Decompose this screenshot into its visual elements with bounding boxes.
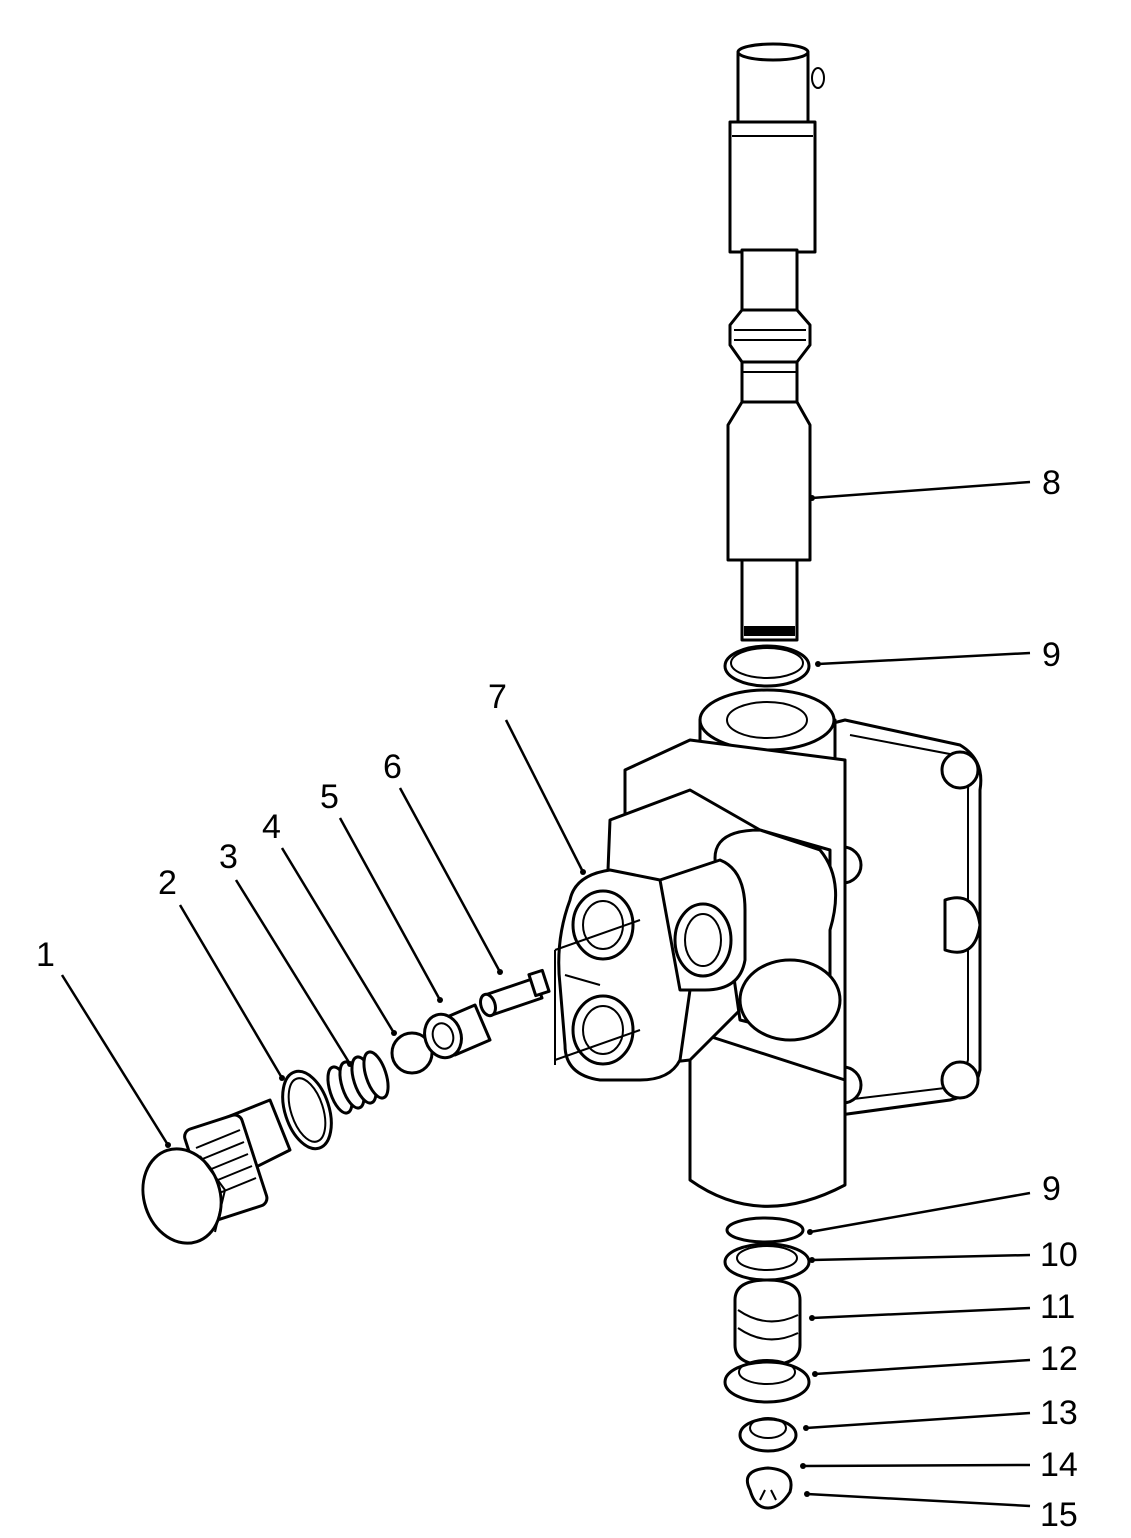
- callout-14: 14: [1040, 1446, 1078, 1484]
- o-ring-top: [723, 644, 811, 688]
- callout-9-bottom: 9: [1042, 1170, 1061, 1208]
- callout-13: 13: [1040, 1394, 1078, 1432]
- washer: [723, 1242, 811, 1282]
- callout-6: 6: [383, 748, 402, 786]
- valve-seat: [423, 1003, 492, 1060]
- valve-spool: [726, 42, 825, 642]
- callout-5: 5: [320, 778, 339, 816]
- callout-2: 2: [158, 864, 177, 902]
- pin: [479, 968, 551, 1018]
- callout-1: 1: [36, 936, 55, 974]
- callout-12: 12: [1040, 1340, 1078, 1378]
- callout-9-top: 9: [1042, 636, 1061, 674]
- o-ring-plug: [281, 1069, 333, 1151]
- spring-bottom: [733, 1278, 802, 1367]
- cup: [723, 1359, 811, 1404]
- callout-3: 3: [219, 838, 238, 876]
- spring: [326, 1050, 390, 1115]
- valve-body: [554, 688, 983, 1208]
- callout-10: 10: [1040, 1236, 1078, 1274]
- hex-plug: [141, 1098, 292, 1245]
- callout-15: 15: [1040, 1496, 1078, 1534]
- leader-lines: [60, 480, 1031, 1508]
- spacer: [738, 1417, 798, 1453]
- callout-8: 8: [1042, 464, 1061, 502]
- retaining-ring: [745, 1466, 793, 1510]
- callout-11: 11: [1040, 1288, 1075, 1326]
- o-ring-bottom: [725, 1216, 805, 1244]
- callout-7: 7: [488, 678, 507, 716]
- callout-4: 4: [262, 808, 281, 846]
